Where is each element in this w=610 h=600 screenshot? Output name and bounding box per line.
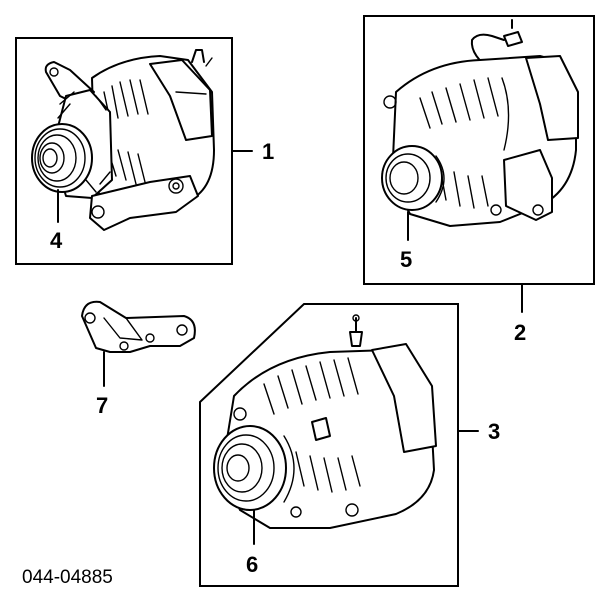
callout-3: 3 (488, 419, 500, 444)
alternator-3-drawing (213, 314, 437, 529)
callout-1: 1 (262, 139, 274, 164)
callout-6: 6 (246, 552, 258, 577)
assembly-box-2 (363, 15, 595, 285)
callout-5: 5 (400, 247, 412, 272)
assembly-box-3 (199, 303, 459, 587)
alternator-2-drawing (381, 19, 579, 227)
callout-2: 2 (514, 320, 526, 345)
bracket-7-drawing (81, 300, 196, 353)
diagram-part-number: 044-04885 (22, 567, 113, 588)
callout-4: 4 (50, 228, 63, 253)
alternator-1-drawing (31, 49, 215, 231)
callout-7: 7 (96, 393, 108, 418)
